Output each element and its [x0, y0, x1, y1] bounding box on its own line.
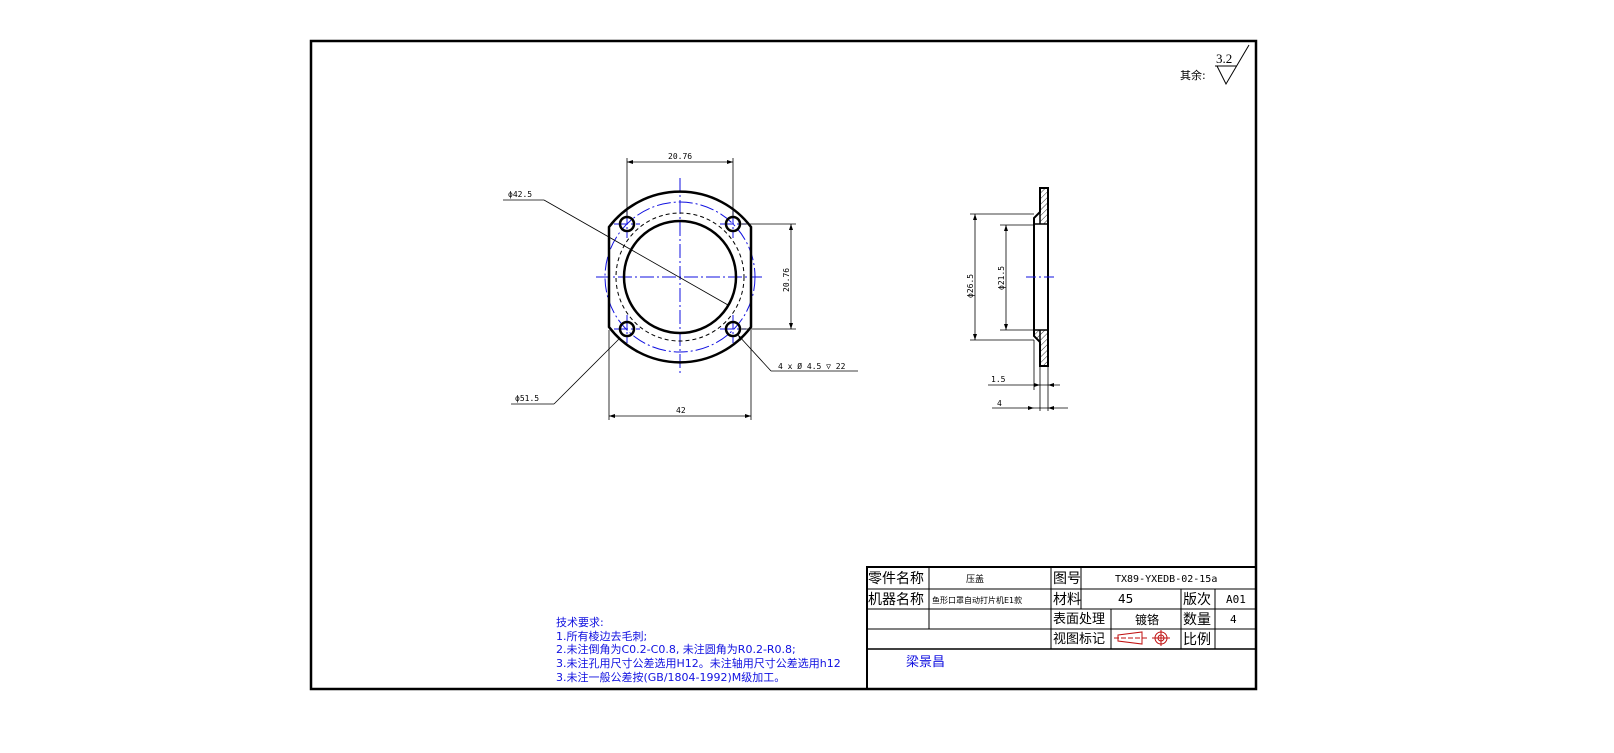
dim-bottom-width: 42	[676, 406, 686, 415]
front-view: 20.76 20.76 42 ϕ42.5 ϕ51.5	[503, 152, 858, 420]
version-label: 版次	[1183, 592, 1211, 608]
version: A01	[1226, 593, 1246, 606]
title-block	[866, 566, 1257, 690]
surface-finish-value: 3.2	[1216, 51, 1232, 66]
dim-thk1: 1.5	[991, 375, 1006, 384]
machine-name-label: 机器名称	[868, 592, 924, 608]
scale-label: 比例	[1183, 632, 1211, 648]
title-block-text: 零件名称 压盖 图号 TX89-YXEDB-02-15a 机器名称 鱼形口罩自动…	[868, 571, 1246, 670]
projection-symbol-icon	[1114, 630, 1170, 646]
designer: 梁景昌	[906, 655, 945, 670]
part-name: 压盖	[966, 573, 984, 585]
tech-req-item: 3.未注一般公差按(GB/1804-1992)M级加工。	[556, 670, 785, 684]
surface-finish-label: 其余:	[1180, 68, 1206, 82]
surface-treatment: 镀铬	[1135, 612, 1159, 627]
tech-requirements: 技术要求: 1.所有棱边去毛刺; 2.未注倒角为C0.2-C0.8, 未注圆角为…	[556, 616, 841, 684]
dim-top-width: 20.76	[668, 152, 692, 161]
bore-circle	[622, 219, 738, 335]
part-name-label: 零件名称	[868, 571, 924, 587]
tech-req-item: 1.所有棱边去毛刺;	[556, 629, 647, 643]
quantity-label: 数量	[1183, 612, 1211, 628]
quantity: 4	[1230, 613, 1237, 626]
dim-d26: ϕ26.5	[966, 274, 975, 298]
dim-d21: ϕ21.5	[997, 266, 1006, 290]
material-label: 材料	[1053, 592, 1081, 608]
surface-treatment-label: 表面处理	[1053, 612, 1105, 627]
flange-outline	[607, 190, 753, 364]
tech-req-item: 3.未注孔用尺寸公差选用H12。未注轴用尺寸公差选用h12	[556, 656, 841, 670]
bolt-hole	[618, 320, 636, 338]
material: 45	[1118, 592, 1133, 606]
dim-d-inner: ϕ42.5	[508, 190, 532, 199]
dim-holes: 4 x Ø 4.5 ▽ 22	[778, 361, 846, 371]
side-view: ϕ26.5 ϕ21.5 1.5 4	[966, 187, 1068, 411]
view-mark-label: 视图标记	[1053, 632, 1105, 647]
tech-req-title: 技术要求:	[556, 616, 604, 629]
surface-finish-symbol: 其余: 3.2	[1180, 44, 1250, 86]
drawing-no-label: 图号	[1053, 571, 1081, 587]
dim-d-outer: ϕ51.5	[515, 394, 539, 403]
machine-name: 鱼形口罩自动打片机E1款	[932, 595, 1022, 605]
drawing-no: TX89-YXEDB-02-15a	[1115, 574, 1217, 585]
dim-right-height: 20.76	[782, 268, 791, 292]
tech-req-item: 2.未注倒角为C0.2-C0.8, 未注圆角为R0.2-R0.8;	[556, 642, 796, 656]
drawing-frame	[309, 39, 1258, 691]
dim-thk2: 4	[997, 399, 1002, 408]
